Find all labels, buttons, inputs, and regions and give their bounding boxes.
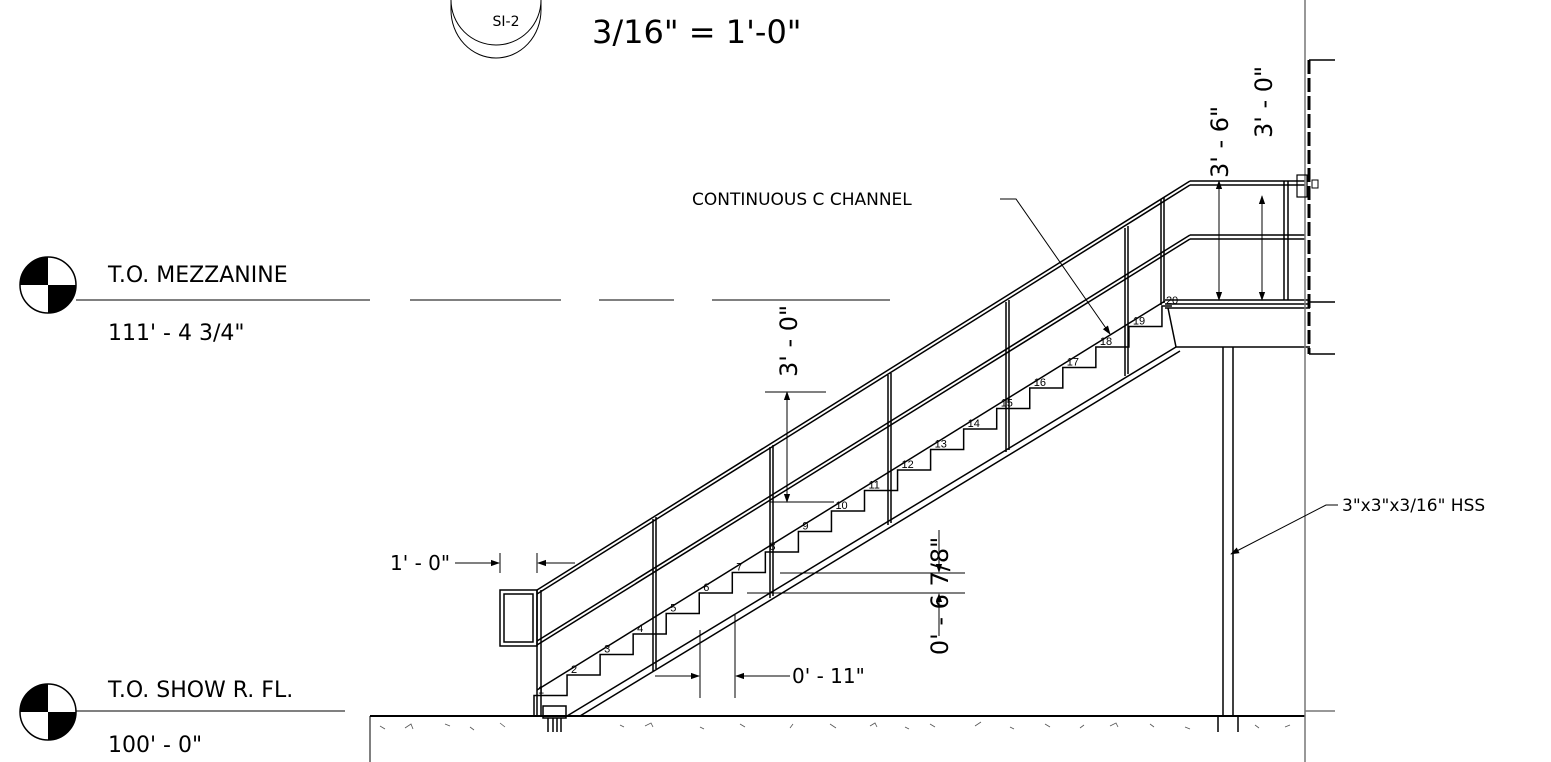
base-plate xyxy=(542,705,567,732)
step-number-14: 14 xyxy=(968,418,980,430)
dimension-label: 0' - 6 7/8" xyxy=(926,537,954,655)
callout-label: 3"x3"x3/16" HSS xyxy=(1342,496,1485,516)
handrail-return xyxy=(499,589,538,647)
guard-posts xyxy=(652,197,1165,671)
building-wall xyxy=(1296,0,1335,762)
callout-channel: CONTINUOUS C CHANNEL xyxy=(692,190,1111,335)
callout-label: CONTINUOUS C CHANNEL xyxy=(692,190,912,210)
level-name: T.O. MEZZANINE xyxy=(107,263,288,288)
dimension-handrail-height: 3' - 0" xyxy=(765,305,834,503)
dimension-label: 0' - 11" xyxy=(792,664,865,688)
handrail xyxy=(536,180,1191,716)
level-marker-show-floor: T.O. SHOW R. FL. 100' - 0" xyxy=(19,678,345,758)
step-number-17: 17 xyxy=(1067,357,1079,369)
detail-bubble xyxy=(450,0,542,46)
sheet-reference: SI-2 xyxy=(493,14,520,30)
dimension-guard-inner: 3' - 0" xyxy=(1250,66,1278,301)
step-number-18: 18 xyxy=(1100,336,1112,348)
drawing-scale: 3/16" = 1'-0" xyxy=(592,13,802,51)
step-number-16: 16 xyxy=(1034,377,1046,389)
step-number-20: 20 xyxy=(1166,295,1178,307)
step-number-10: 10 xyxy=(835,500,847,512)
step-number-6: 6 xyxy=(703,582,709,594)
step-number-9: 9 xyxy=(802,521,808,533)
step-number-19: 19 xyxy=(1133,316,1145,328)
stair-stringer xyxy=(533,305,1181,717)
level-marker-mezzanine: T.O. MEZZANINE 111' - 4 3/4" xyxy=(19,256,370,346)
step-number-5: 5 xyxy=(670,603,676,615)
step-number-11: 11 xyxy=(869,480,880,492)
dimension-label: 3' - 6" xyxy=(1206,106,1234,178)
detail-callout: SI-2 3/16" = 1'-0" xyxy=(450,0,802,59)
dimension-label: 3' - 0" xyxy=(1250,66,1278,138)
hss-column xyxy=(1217,347,1239,732)
dimension-handrail-extension: 1' - 0" xyxy=(390,551,575,575)
level-elevation: 111' - 4 3/4" xyxy=(108,321,244,346)
step-number-2: 2 xyxy=(571,664,577,676)
dimension-tread: 0' - 11" xyxy=(655,615,865,698)
step-number-1: 1 xyxy=(538,685,544,697)
dimension-label: 1' - 0" xyxy=(390,551,450,575)
step-number-13: 13 xyxy=(935,439,947,451)
step-number-7: 7 xyxy=(736,562,742,574)
step-number-4: 4 xyxy=(637,623,643,635)
step-number-15: 15 xyxy=(1001,398,1013,410)
level-name: T.O. SHOW R. FL. xyxy=(107,678,293,703)
step-number-3: 3 xyxy=(604,644,610,656)
step-number-8: 8 xyxy=(769,541,775,553)
dimension-label: 3' - 0" xyxy=(775,305,803,377)
callout-hss: 3"x3"x3/16" HSS xyxy=(1230,496,1485,555)
floor-slab xyxy=(369,715,1305,762)
landing-platform xyxy=(1165,180,1310,348)
step-number-12: 12 xyxy=(902,459,914,471)
dimension-guard-outer: 3' - 6" xyxy=(1206,106,1234,301)
level-elevation: 100' - 0" xyxy=(108,733,202,758)
dimension-riser: 0' - 6 7/8" xyxy=(747,530,965,655)
